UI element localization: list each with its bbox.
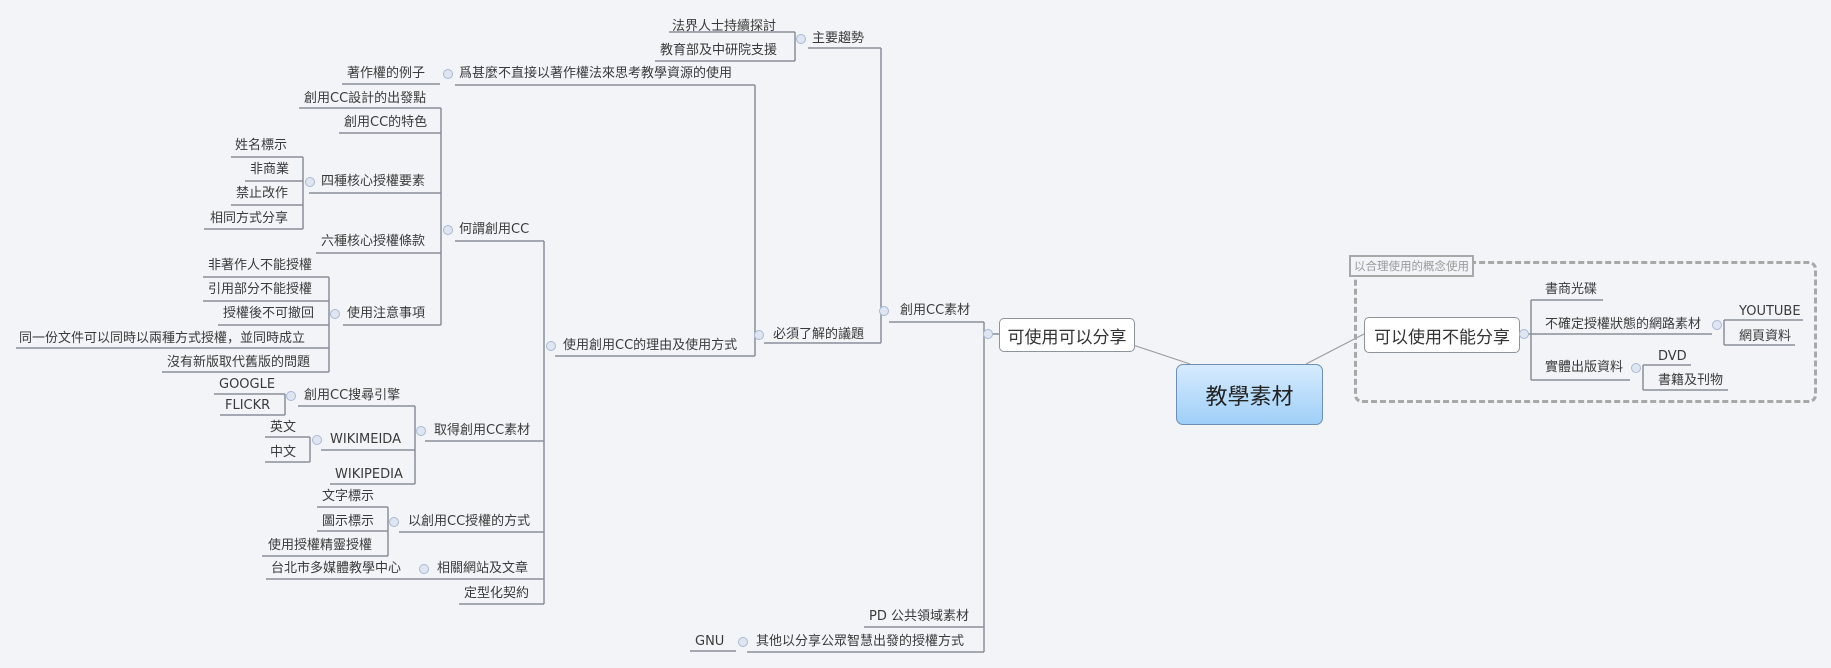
node-pd[interactable]: PD 公共領域素材 [869, 609, 969, 624]
collapse-toggle-icon[interactable] [1519, 329, 1529, 339]
node-issues[interactable]: 必須了解的議題 [773, 327, 865, 342]
collapse-toggle-icon[interactable] [330, 309, 340, 319]
collapse-toggle-icon[interactable] [443, 69, 453, 79]
node-trend[interactable]: 主要趨勢 [812, 31, 865, 46]
fair-use-boundary[interactable] [1354, 261, 1817, 403]
node-search[interactable]: 創用CC搜尋引擎 [304, 388, 401, 403]
node-dvd[interactable]: DVD [1658, 349, 1687, 364]
node-text-mark[interactable]: 文字標示 [322, 489, 375, 504]
node-six-licenses[interactable]: 六種核心授權條款 [321, 234, 426, 249]
node-books[interactable]: 書籍及刊物 [1658, 373, 1724, 388]
node-four-elements[interactable]: 四種核心授權要素 [321, 174, 426, 189]
node-note-3[interactable]: 授權後不可撤回 [223, 306, 315, 321]
collapse-toggle-icon[interactable] [754, 330, 764, 340]
collapse-toggle-icon[interactable] [1712, 320, 1722, 330]
node-features[interactable]: 創用CC的特色 [344, 115, 428, 130]
node-origin[interactable]: 創用CC設計的出發點 [304, 91, 427, 106]
node-chinese[interactable]: 中文 [270, 445, 297, 460]
node-note-1[interactable]: 非著作人不能授權 [208, 258, 313, 273]
node-web-material[interactable]: 不確定授權狀態的網路素材 [1545, 317, 1702, 332]
node-sa[interactable]: 相同方式分享 [210, 211, 289, 226]
node-copyright-example[interactable]: 著作權的例子 [347, 66, 426, 81]
collapse-toggle-icon[interactable] [738, 637, 748, 647]
node-gnu[interactable]: GNU [695, 634, 725, 649]
topic-shareable[interactable]: 可使用可以分享 [999, 318, 1135, 352]
node-wikimedia[interactable]: WIKIMEIDA [330, 432, 401, 447]
node-trend-edu[interactable]: 教育部及中研院支援 [660, 43, 778, 58]
node-wikipedia[interactable]: WIKIPEDIA [335, 467, 403, 482]
boundary-label[interactable]: 以合理使用的概念使用 [1349, 255, 1474, 277]
collapse-toggle-icon[interactable] [416, 426, 426, 436]
node-notes[interactable]: 使用注意事項 [347, 306, 426, 321]
collapse-toggle-icon[interactable] [546, 341, 556, 351]
central-topic[interactable]: 教學素材 [1176, 364, 1323, 425]
collapse-toggle-icon[interactable] [389, 517, 399, 527]
collapse-toggle-icon[interactable] [443, 225, 453, 235]
node-why[interactable]: 爲甚麼不直接以著作權法來思考教學資源的使用 [459, 66, 733, 81]
node-flickr[interactable]: FLICKR [225, 398, 271, 413]
node-print[interactable]: 實體出版資料 [1545, 360, 1624, 375]
node-nc[interactable]: 非商業 [250, 162, 290, 177]
node-icon-mark[interactable]: 圖示標示 [322, 514, 375, 529]
collapse-toggle-icon[interactable] [1631, 363, 1641, 373]
node-by[interactable]: 姓名標示 [235, 138, 288, 153]
collapse-toggle-icon[interactable] [286, 391, 296, 401]
node-disc[interactable]: 書商光碟 [1545, 282, 1598, 297]
node-nd[interactable]: 禁止改作 [236, 186, 289, 201]
node-obtain[interactable]: 取得創用CC素材 [434, 423, 531, 438]
collapse-toggle-icon[interactable] [983, 329, 993, 339]
node-what-cc[interactable]: 何謂創用CC [459, 222, 530, 237]
node-trend-legal[interactable]: 法界人士持續探討 [672, 19, 777, 34]
collapse-toggle-icon[interactable] [305, 177, 315, 187]
node-note-5[interactable]: 沒有新版取代舊版的問題 [167, 355, 311, 370]
node-contract[interactable]: 定型化契約 [464, 586, 530, 601]
node-google[interactable]: GOOGLE [219, 377, 276, 392]
node-cc-material[interactable]: 創用CC素材 [900, 303, 971, 318]
node-youtube[interactable]: YOUTUBE [1739, 304, 1801, 319]
collapse-toggle-icon[interactable] [312, 435, 322, 445]
collapse-toggle-icon[interactable] [796, 34, 806, 44]
topic-not-shareable[interactable]: 可以使用不能分享 [1364, 317, 1520, 353]
node-note-2[interactable]: 引用部分不能授權 [208, 282, 313, 297]
node-english[interactable]: 英文 [270, 420, 297, 435]
node-webpage[interactable]: 網頁資料 [1739, 329, 1792, 344]
node-related[interactable]: 相關網站及文章 [437, 561, 529, 576]
collapse-toggle-icon[interactable] [419, 564, 429, 574]
node-wizard[interactable]: 使用授權精靈授權 [268, 538, 373, 553]
node-note-4[interactable]: 同一份文件可以同時以兩種方式授權，並同時成立 [19, 331, 306, 346]
node-other-licenses[interactable]: 其他以分享公眾智慧出發的授權方式 [756, 634, 965, 649]
node-taipei[interactable]: 台北市多媒體教學中心 [271, 561, 402, 576]
node-reasons[interactable]: 使用創用CC的理由及使用方式 [563, 338, 738, 353]
node-license-way[interactable]: 以創用CC授權的方式 [408, 514, 531, 529]
collapse-toggle-icon[interactable] [879, 306, 889, 316]
